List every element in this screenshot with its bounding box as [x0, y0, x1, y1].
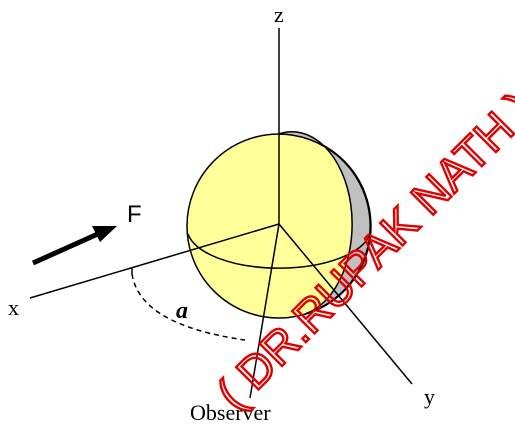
observer-line	[249, 223, 280, 399]
x-axis-label: x	[8, 295, 19, 320]
sphere-shadow	[278, 131, 371, 315]
angle-label: a	[176, 298, 188, 324]
force-arrow-shaft	[31, 230, 102, 266]
x-axis-line	[29, 223, 280, 299]
force-arrow-head	[92, 226, 117, 242]
y-axis-line	[278, 223, 413, 385]
z-axis-label: z	[274, 2, 284, 27]
force-label: F	[127, 201, 142, 228]
observer-label: Observer	[190, 400, 271, 425]
angle-arc	[131, 273, 246, 341]
sphere-equator	[187, 233, 371, 269]
y-axis-label: y	[424, 384, 435, 409]
